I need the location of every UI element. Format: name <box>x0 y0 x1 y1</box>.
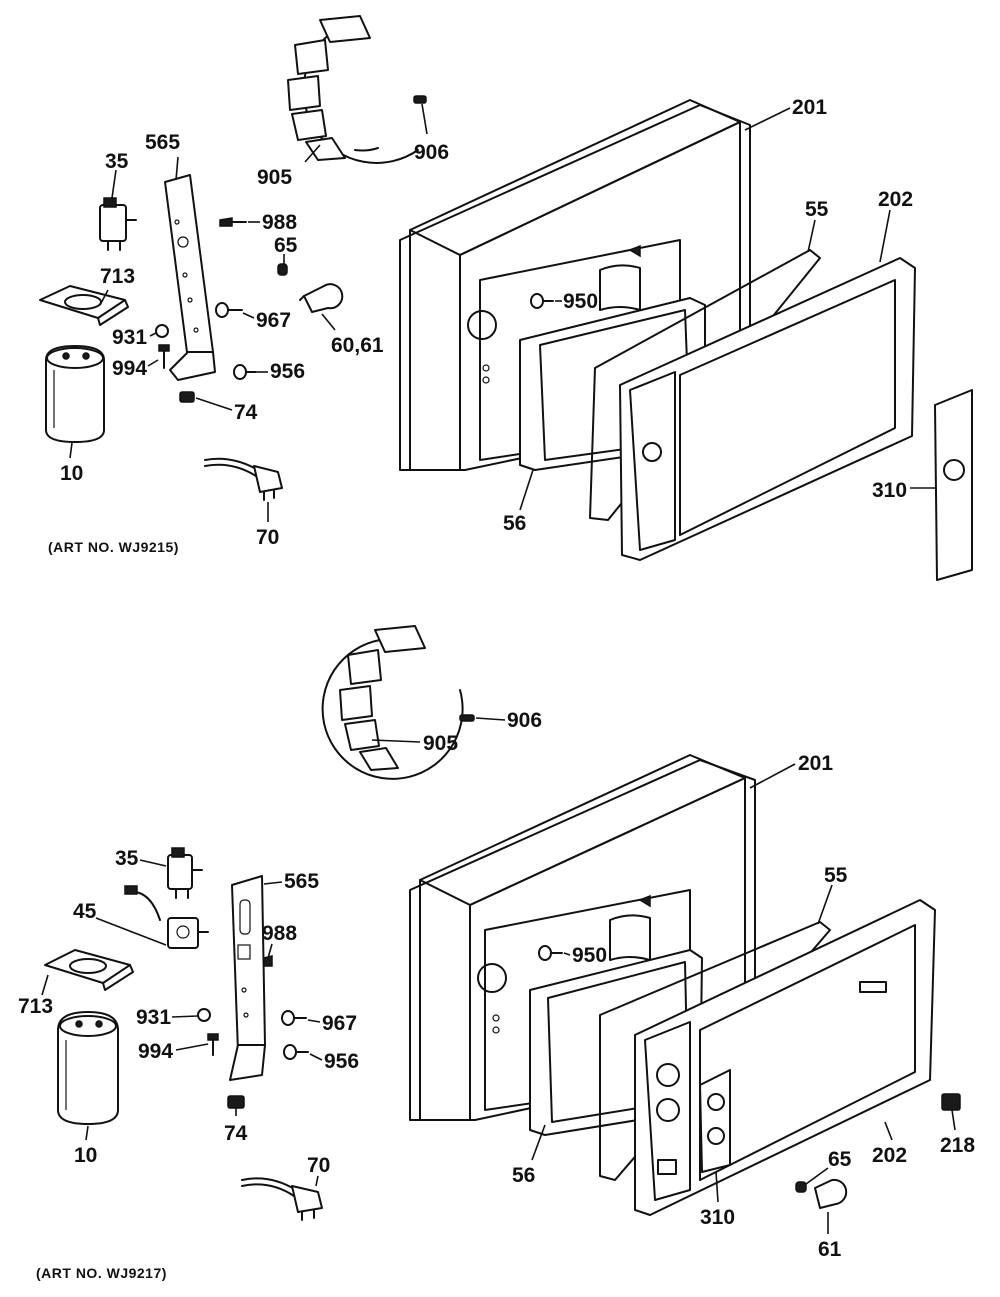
part-61-knob <box>814 1178 848 1209</box>
callout-55: 55 <box>805 198 829 221</box>
part-45-switch <box>124 885 209 949</box>
callout-967: 967 <box>322 1012 357 1035</box>
callout-70: 70 <box>307 1154 330 1177</box>
callout-906: 906 <box>414 141 449 164</box>
callout-56: 56 <box>512 1164 535 1187</box>
callout-45: 45 <box>73 900 97 923</box>
diagram-lower: 905 906 201 35 565 45 988 713 931 967 99… <box>18 625 975 1281</box>
callout-906: 906 <box>507 709 542 732</box>
part-988-screw <box>219 217 247 227</box>
part-967-screw <box>215 302 243 318</box>
part-967-screw <box>281 1010 307 1026</box>
callout-713: 713 <box>100 265 135 288</box>
callout-310: 310 <box>700 1206 735 1229</box>
part-713-plate <box>44 949 134 991</box>
part-65-nut <box>277 263 288 276</box>
callout-10: 10 <box>74 1144 97 1167</box>
part-60-61-knob <box>299 283 344 313</box>
part-956-screw <box>283 1044 309 1060</box>
callout-74: 74 <box>224 1122 248 1145</box>
part-10-capacitor <box>57 1011 119 1125</box>
callout-950: 950 <box>563 290 598 313</box>
callout-74: 74 <box>234 401 258 424</box>
part-713-plate <box>39 285 129 326</box>
part-310-nameplate <box>934 389 973 581</box>
callout-905: 905 <box>257 166 292 189</box>
part-565-bracket <box>164 174 216 381</box>
part-218-badge <box>941 1093 961 1111</box>
leader-lines-upper <box>69 103 935 522</box>
callout-310: 310 <box>872 479 907 502</box>
diagram-upper: 905 906 565 35 988 65 713 967 60,61 931 … <box>39 15 973 581</box>
callout-565: 565 <box>145 131 180 154</box>
part-35-switch <box>99 197 137 251</box>
part-994-screw <box>207 1033 219 1056</box>
callout-565: 565 <box>284 870 319 893</box>
callouts-upper: 905 906 565 35 988 65 713 967 60,61 931 … <box>60 96 913 549</box>
callout-994: 994 <box>138 1040 173 1063</box>
part-950-screw <box>538 945 563 961</box>
callout-988: 988 <box>262 211 297 234</box>
callout-35: 35 <box>105 150 129 173</box>
callout-60-61: 60,61 <box>331 334 384 357</box>
part-202-front-panel <box>619 257 916 561</box>
part-565-bracket <box>229 875 266 1081</box>
callout-956: 956 <box>324 1050 359 1073</box>
part-906-clip <box>459 714 475 722</box>
callout-65: 65 <box>274 234 298 257</box>
part-310-control-overlay <box>699 1069 731 1173</box>
callout-988: 988 <box>262 922 297 945</box>
callout-713: 713 <box>18 995 53 1018</box>
part-74-connector <box>227 1095 245 1109</box>
part-74-connector <box>179 391 195 403</box>
part-70-power-cord <box>204 457 283 501</box>
callout-931: 931 <box>112 326 147 349</box>
callout-55: 55 <box>824 864 848 887</box>
part-994-screw <box>158 344 170 369</box>
part-931-washer <box>197 1008 211 1022</box>
part-905-blower-wheel <box>287 15 419 164</box>
callout-994: 994 <box>112 357 147 380</box>
part-70-power-cord <box>241 1177 323 1221</box>
callout-201: 201 <box>792 96 827 119</box>
part-950-screw <box>530 293 554 309</box>
art-number-lower: (ART NO. WJ9217) <box>36 1265 167 1281</box>
part-10-capacitor <box>45 345 105 443</box>
leader-lines-lower <box>41 717 956 1234</box>
part-35-switch <box>167 847 203 899</box>
callout-931: 931 <box>136 1006 171 1029</box>
callout-202: 202 <box>878 188 913 211</box>
callout-65: 65 <box>828 1148 852 1171</box>
part-956-screw <box>233 364 257 380</box>
callout-70: 70 <box>256 526 279 549</box>
part-65-nut <box>795 1181 807 1193</box>
art-number-upper: (ART NO. WJ9215) <box>48 539 179 555</box>
callout-201: 201 <box>798 752 833 775</box>
callouts-lower: 905 906 201 35 565 45 988 713 931 967 99… <box>18 709 975 1261</box>
callout-35: 35 <box>115 847 139 870</box>
part-905-blower-wheel <box>321 625 464 780</box>
part-931-washer <box>155 324 169 338</box>
callout-967: 967 <box>256 309 291 332</box>
callout-956: 956 <box>270 360 305 383</box>
part-988-screw <box>263 955 273 967</box>
callout-56: 56 <box>503 512 526 535</box>
callout-905: 905 <box>423 732 458 755</box>
callout-61: 61 <box>818 1238 842 1261</box>
callout-218: 218 <box>940 1134 975 1157</box>
callout-950: 950 <box>572 944 607 967</box>
callout-202: 202 <box>872 1144 907 1167</box>
part-906-clip <box>413 95 427 104</box>
callout-10: 10 <box>60 462 83 485</box>
